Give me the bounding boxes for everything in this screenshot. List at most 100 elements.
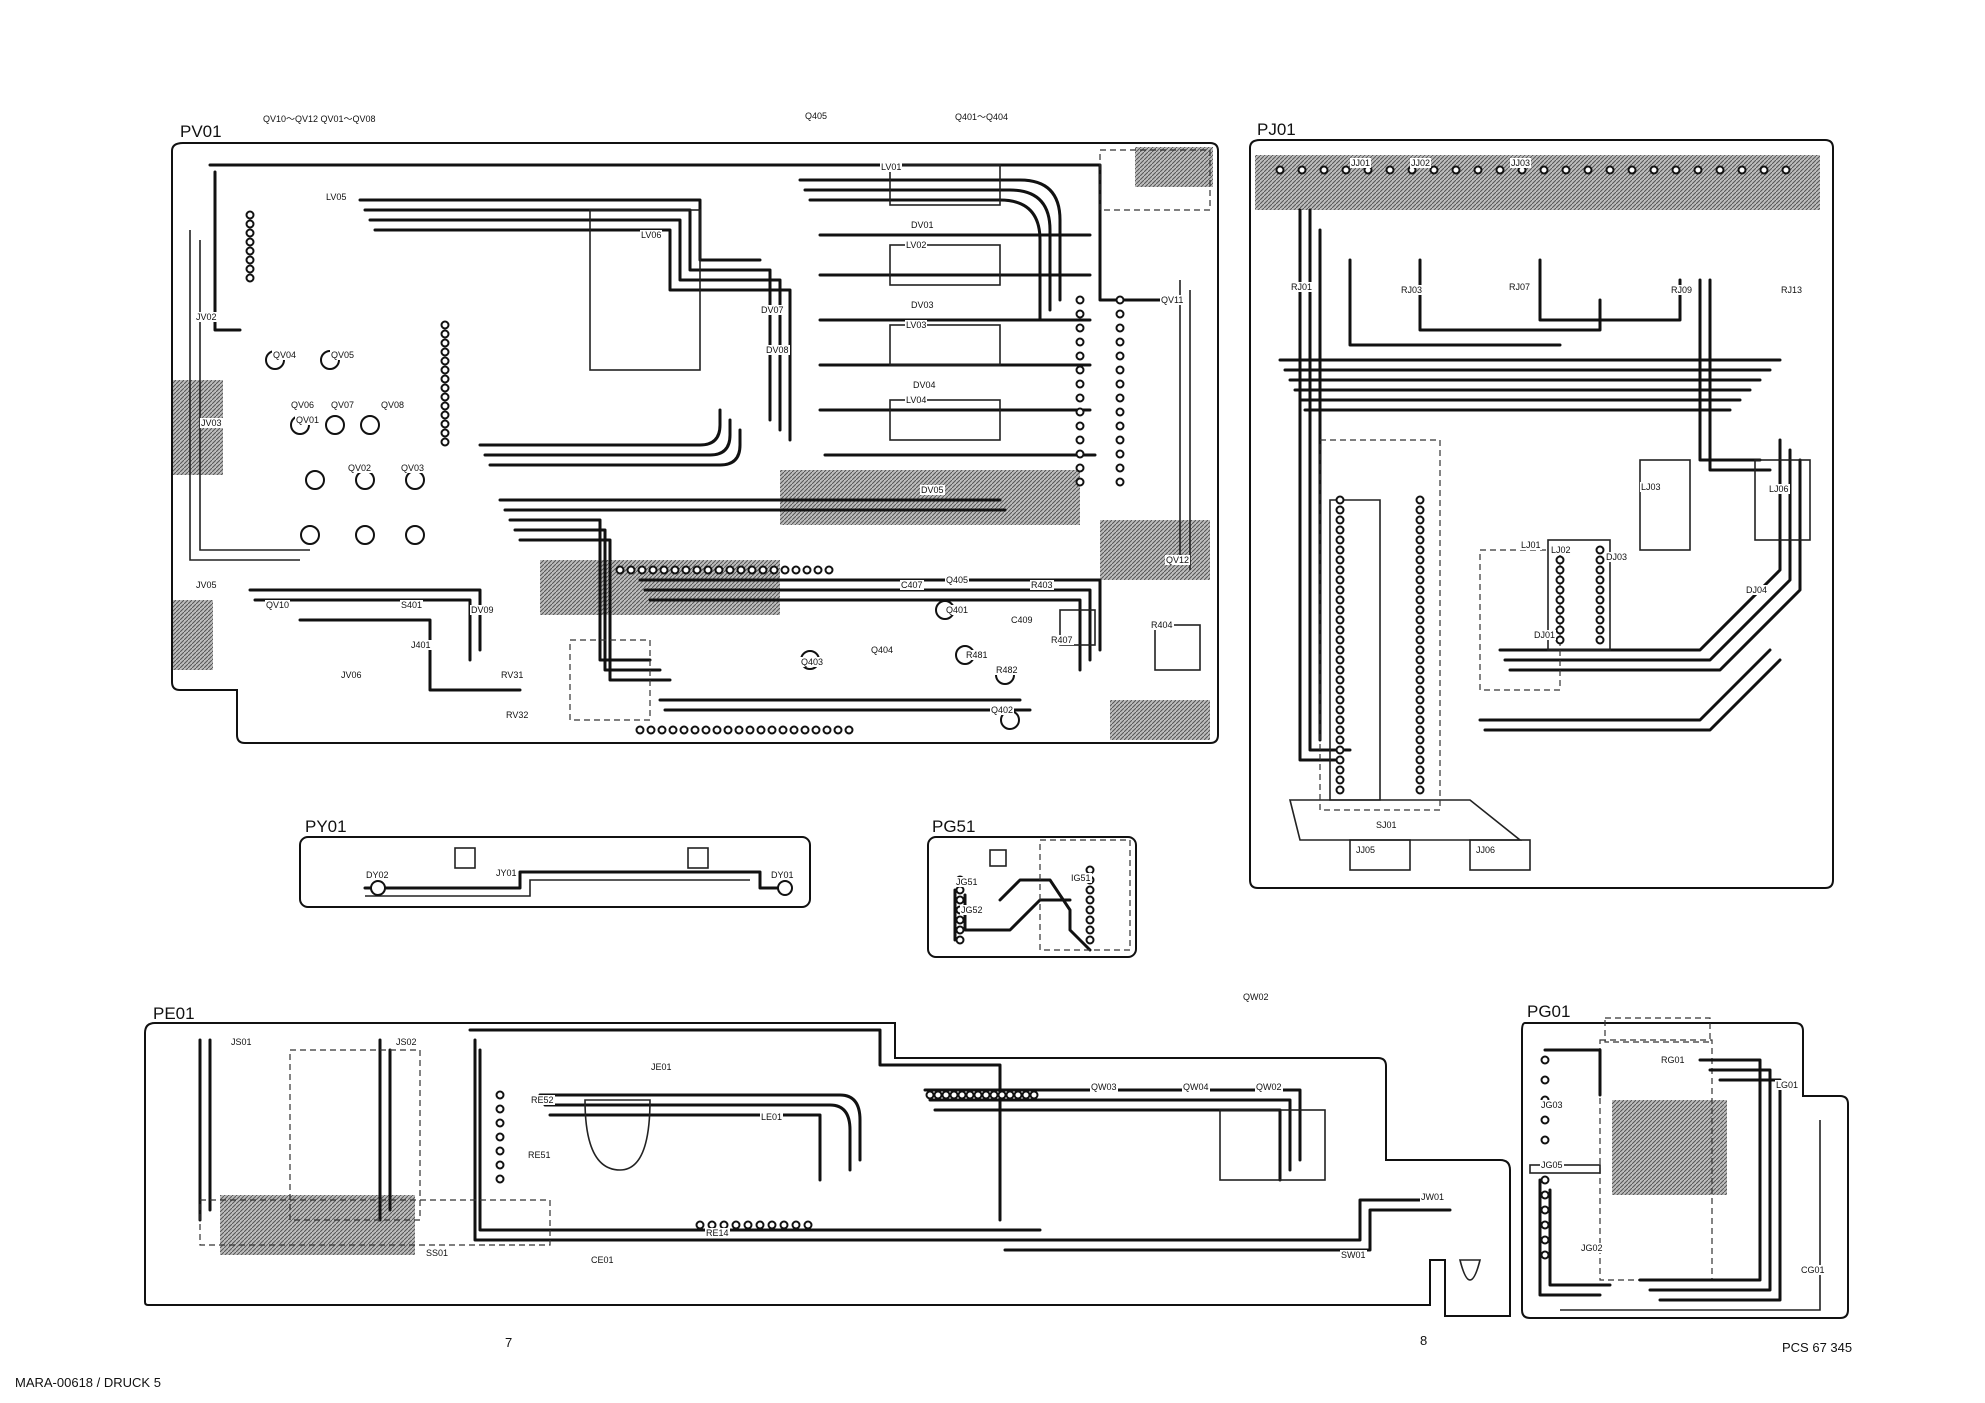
print-reference: MARA-00618 / DRUCK 5 xyxy=(15,1375,161,1390)
board-label-pv01: PV01 xyxy=(180,122,222,141)
component-designator: R482 xyxy=(995,665,1019,675)
component-designator: R404 xyxy=(1150,620,1174,630)
component-designator: QV10 xyxy=(265,600,291,610)
component-designator: LV02 xyxy=(905,240,928,250)
component-designator: JV05 xyxy=(195,580,218,590)
component-designator: LJ02 xyxy=(1550,545,1572,555)
component-designator: DV08 xyxy=(765,345,790,355)
component-designator: R403 xyxy=(1030,580,1054,590)
board-pg01 xyxy=(1521,1017,1849,1319)
board-label-pj01: PJ01 xyxy=(1257,120,1296,139)
component-designator: LJ01 xyxy=(1520,540,1542,550)
component-designator: QV05 xyxy=(330,350,356,360)
component-designator: QV11 xyxy=(1160,295,1185,305)
component-designator: RJ07 xyxy=(1508,282,1532,292)
label-qv-range: QV10～QV12 QV01～QV08 xyxy=(263,114,376,124)
label-q401-404: Q401～Q404 xyxy=(955,112,1009,122)
component-designator: JG51 xyxy=(955,877,979,887)
component-designator: RG01 xyxy=(1660,1055,1686,1065)
component-designator: QV01 xyxy=(295,415,321,425)
component-designator: QV07 xyxy=(330,400,356,410)
component-designator: RE51 xyxy=(527,1150,552,1160)
component-designator: C409 xyxy=(1010,615,1034,625)
component-designator: RE52 xyxy=(530,1095,555,1105)
component-designator: LV05 xyxy=(325,192,348,202)
board-label-pg01: PG01 xyxy=(1527,1002,1571,1021)
component-designator: DV04 xyxy=(912,380,937,390)
component-designator: JE01 xyxy=(650,1062,673,1072)
board-py01 xyxy=(299,836,811,908)
component-designator: JJ05 xyxy=(1355,845,1377,855)
component-designator: LE01 xyxy=(760,1112,784,1122)
component-designator: RJ03 xyxy=(1400,285,1424,295)
component-designator: JS01 xyxy=(230,1037,253,1047)
component-designator: S401 xyxy=(400,600,424,610)
component-designator: JJ01 xyxy=(1350,158,1372,168)
component-designator: JY01 xyxy=(495,868,518,878)
component-designator: DV09 xyxy=(470,605,495,615)
component-designator: LV04 xyxy=(905,395,928,405)
component-designator: R481 xyxy=(965,650,989,660)
component-designator: RE14 xyxy=(705,1228,730,1238)
component-designator: DJ03 xyxy=(1605,552,1629,562)
component-designator: QV08 xyxy=(380,400,406,410)
component-designator: Q404 xyxy=(870,645,895,655)
component-designator: RJ09 xyxy=(1670,285,1694,295)
component-designator: RV32 xyxy=(505,710,530,720)
component-designator: JG02 xyxy=(1580,1243,1604,1253)
component-designator: JV02 xyxy=(195,312,218,322)
page-number-left: 7 xyxy=(505,1335,513,1350)
component-designator: QV02 xyxy=(347,463,373,473)
component-designator: CE01 xyxy=(590,1255,615,1265)
component-designator: QV12 xyxy=(1165,555,1191,565)
page-number-right: 8 xyxy=(1420,1333,1428,1348)
component-designator: DV01 xyxy=(910,220,935,230)
component-designator: JV06 xyxy=(340,670,363,680)
component-designator: RJ13 xyxy=(1780,285,1804,295)
component-designator: SS01 xyxy=(425,1248,450,1258)
board-label-pg51: PG51 xyxy=(932,817,976,836)
component-designator: QV03 xyxy=(400,463,426,473)
component-designator: JG52 xyxy=(960,905,984,915)
board-pe01 xyxy=(144,1022,1511,1317)
component-designator: SW01 xyxy=(1340,1250,1367,1260)
component-designator: JW01 xyxy=(1420,1192,1446,1202)
component-designator: QW02 xyxy=(1255,1082,1283,1092)
component-designator: LV03 xyxy=(905,320,928,330)
component-designator: JG05 xyxy=(1540,1160,1564,1170)
component-designator: JJ03 xyxy=(1510,158,1532,168)
component-designator: DJ01 xyxy=(1533,630,1557,640)
component-designator: QV06 xyxy=(290,400,316,410)
component-designator: DV05 xyxy=(920,485,945,495)
component-designator: JV03 xyxy=(200,418,223,428)
component-designator: RJ01 xyxy=(1290,282,1314,292)
label-qw02: QW02 xyxy=(1243,992,1269,1002)
board-label-py01: PY01 xyxy=(305,817,347,836)
board-pg51 xyxy=(927,836,1137,958)
component-designator: DJ04 xyxy=(1745,585,1769,595)
component-designator: R407 xyxy=(1050,635,1074,645)
component-designator: LJ06 xyxy=(1768,484,1790,494)
component-designator: LJ03 xyxy=(1640,482,1662,492)
component-designator: JJ06 xyxy=(1475,845,1497,855)
board-pv01 xyxy=(171,142,1219,744)
component-designator: LG01 xyxy=(1775,1080,1800,1090)
component-designator: LV01 xyxy=(880,162,903,172)
component-designator: DY01 xyxy=(770,870,795,880)
component-designator: RV31 xyxy=(500,670,525,680)
component-designator: J401 xyxy=(410,640,432,650)
component-designator: DY02 xyxy=(365,870,390,880)
component-designator: JS02 xyxy=(395,1037,418,1047)
document-id: PCS 67 345 xyxy=(1782,1340,1853,1355)
component-designator: Q401 xyxy=(945,605,970,615)
board-pj01 xyxy=(1249,139,1834,889)
component-designator: IG51 xyxy=(1070,873,1092,883)
component-designator: QW04 xyxy=(1182,1082,1210,1092)
component-designator: JG03 xyxy=(1540,1100,1564,1110)
component-designator: C407 xyxy=(900,580,924,590)
component-designator: JJ02 xyxy=(1410,158,1432,168)
component-designator: SJ01 xyxy=(1375,820,1398,830)
component-designator: DV07 xyxy=(760,305,785,315)
component-designator: QV04 xyxy=(272,350,298,360)
